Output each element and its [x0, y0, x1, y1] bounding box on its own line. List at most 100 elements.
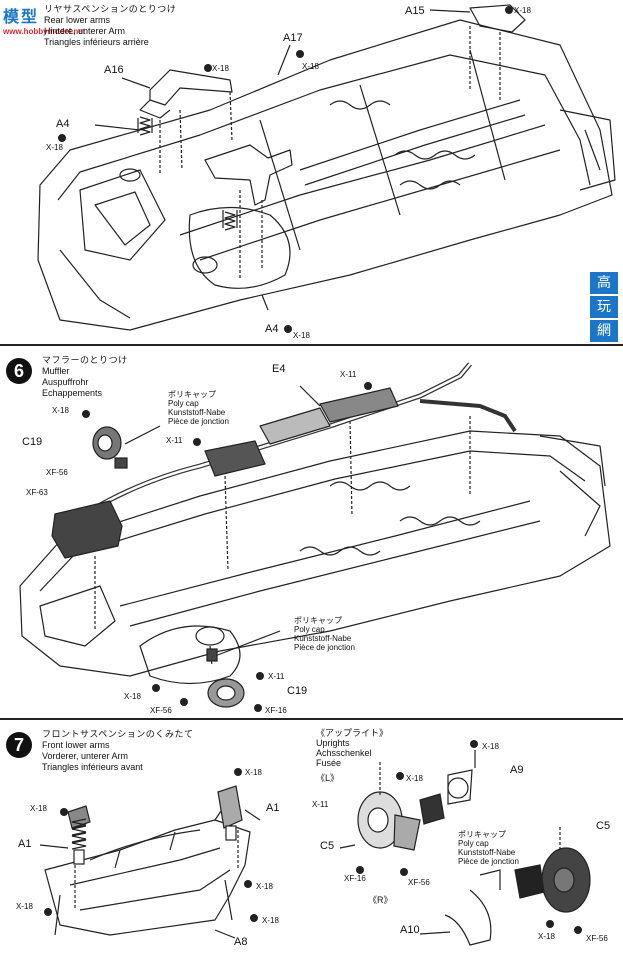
- screw-icon: [356, 866, 364, 874]
- label-x18: X-18: [16, 902, 33, 911]
- polycap-fr: Pièce de jonction: [458, 857, 519, 866]
- label-x18: X-18: [262, 916, 279, 925]
- label-c19: C19: [287, 685, 308, 697]
- step7-title-en: Front lower arms: [42, 740, 110, 750]
- uprights-fr: Fusée: [316, 758, 342, 768]
- polycap-jp: ポリキャップ: [294, 616, 342, 625]
- label-c5: C5: [320, 840, 335, 852]
- step-number-badge: 7: [6, 732, 32, 758]
- uprights-en: Uprights: [316, 738, 350, 748]
- screw-icon: [44, 908, 52, 916]
- screw-icon: [396, 772, 404, 780]
- watermark-url: www.hobbymodel.net: [3, 27, 86, 36]
- screw-icon: [574, 926, 582, 934]
- step6-header: マフラーのとりつけ Muffler Auspuffrohr Echappemen…: [42, 355, 128, 399]
- step5-header: リヤサスペンションのとりつけ Rear lower arms Hintere, …: [44, 4, 176, 48]
- label-a10: A10: [400, 924, 420, 936]
- step7-title-de: Vorderer, unterer Arm: [42, 751, 129, 761]
- label-x11: X-11: [268, 672, 285, 681]
- label-a17: A17: [283, 32, 303, 44]
- screw-icon: [284, 325, 292, 333]
- step-number-badge: 6: [6, 358, 32, 384]
- polycap-jp: ポリキャップ: [458, 830, 506, 839]
- step5-title-jp: リヤサスペンションのとりつけ: [44, 4, 177, 14]
- screw-icon: [256, 672, 264, 680]
- polycap-fr: Pièce de jonction: [294, 643, 355, 652]
- watermark-logo: 模型 www.hobbymodel.net: [3, 3, 85, 43]
- polycap-en: Poly cap: [168, 399, 199, 408]
- label-a8: A8: [234, 936, 248, 948]
- screw-icon: [296, 50, 304, 58]
- label-xf56: XF-56: [586, 934, 608, 943]
- label-c5: C5: [596, 820, 611, 832]
- polycap-de: Kunststoff-Nabe: [458, 848, 516, 857]
- step7-header: フロントサスペンションのくみたて Front lower arms Vorder…: [42, 729, 194, 773]
- label-e4: E4: [272, 363, 286, 375]
- label-a16: A16: [104, 64, 124, 76]
- screw-icon: [505, 6, 513, 14]
- step7-panel: 7 フロントサスペンションのくみたて Front lower arms Vord…: [0, 720, 623, 961]
- polycap-note: ポリキャップ Poly cap Kunststoff-Nabe Pièce de…: [168, 390, 229, 426]
- label-x18: X-18: [482, 742, 499, 751]
- screw-icon: [234, 768, 242, 776]
- label-x18: X-18: [124, 692, 141, 701]
- screw-icon: [60, 808, 68, 816]
- label-x18: X-18: [406, 774, 423, 783]
- step6-panel: 6 マフラーのとりつけ Muffler Auspuffrohr Echappem…: [0, 346, 623, 716]
- polycap-de: Kunststoff-Nabe: [168, 408, 226, 417]
- section-divider: [0, 718, 623, 720]
- label-c19: C19: [22, 436, 43, 448]
- step6-muffler-drawing: [19, 362, 611, 708]
- uprights-heading: 《アップライト》 Uprights Achsschenkel Fusée: [316, 728, 388, 768]
- polycap-de: Kunststoff-Nabe: [294, 634, 352, 643]
- label-x18: X-18: [293, 331, 310, 340]
- screw-icon: [244, 880, 252, 888]
- step5-title-de: Hintere, unterer Arm: [44, 26, 126, 36]
- step7-title-jp: フロントサスペンションのくみたて: [42, 729, 194, 739]
- step6-title-fr: Echappements: [42, 388, 103, 398]
- label-xf56: XF-56: [408, 878, 430, 887]
- label-a4: A4: [265, 323, 279, 335]
- side-label-left: 《L》: [316, 773, 340, 783]
- section-divider: [0, 344, 623, 346]
- label-xf63: XF-63: [26, 488, 48, 497]
- label-x18: X-18: [52, 406, 69, 415]
- label-a1: A1: [266, 802, 280, 814]
- label-xf56: XF-56: [46, 468, 68, 477]
- uprights-jp: 《アップライト》: [316, 728, 389, 738]
- label-x18: X-18: [245, 768, 262, 777]
- step5-title-en: Rear lower arms: [44, 15, 111, 25]
- step7-front-suspension-drawing: [39, 750, 591, 946]
- watermark-logo-text: 模型: [3, 7, 40, 26]
- label-a9: A9: [510, 764, 524, 776]
- label-x18: X-18: [302, 62, 319, 71]
- label-a4: A4: [56, 118, 70, 130]
- step6-title-en: Muffler: [42, 366, 70, 376]
- step5-chassis-drawing: [37, 4, 616, 331]
- screw-icon: [470, 740, 478, 748]
- label-x11: X-11: [340, 370, 357, 379]
- step7-title-fr: Triangles inférieurs avant: [42, 762, 143, 772]
- label-a1: A1: [18, 838, 32, 850]
- label-x18: X-18: [30, 804, 47, 813]
- screw-icon: [82, 410, 90, 418]
- step5-panel: リヤサスペンションのとりつけ Rear lower arms Hintere, …: [0, 0, 623, 340]
- label-x18: X-18: [514, 6, 531, 15]
- step6-title-de: Auspuffrohr: [42, 377, 89, 387]
- watermark-char: 高: [590, 272, 618, 294]
- watermark-char: 網: [590, 320, 618, 342]
- screw-icon: [193, 438, 201, 446]
- polycap-jp: ポリキャップ: [168, 390, 216, 399]
- screw-icon: [254, 704, 262, 712]
- label-x11: X-11: [166, 436, 183, 445]
- screw-icon: [58, 134, 66, 142]
- watermark-char: 玩: [590, 296, 618, 318]
- screw-icon: [180, 698, 188, 706]
- label-x11: X-11: [312, 800, 329, 809]
- screw-icon: [364, 382, 372, 390]
- label-xf16: XF-16: [344, 874, 366, 883]
- side-label-right: 《R》: [368, 895, 393, 905]
- polycap-fr: Pièce de jonction: [168, 417, 229, 426]
- screw-icon: [546, 920, 554, 928]
- label-x18: X-18: [212, 64, 229, 73]
